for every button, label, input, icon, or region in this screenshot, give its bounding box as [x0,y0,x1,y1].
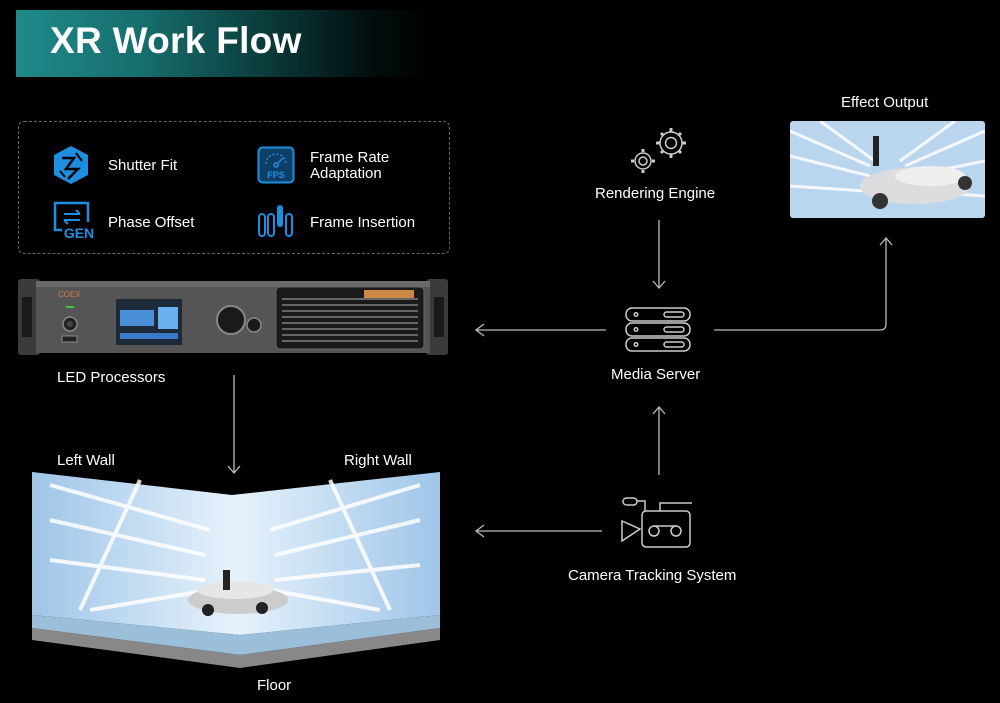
feature-shutter-fit: Shutter Fit [108,157,178,174]
effect-output-image [790,121,985,218]
server-icon [624,306,694,354]
feature-frame-rate-line1: Frame Rate [310,149,390,166]
label-right-wall: Right Wall [344,452,412,469]
label-camera-tracking: Camera Tracking System [568,567,737,584]
fps-gauge-icon: FPS [257,146,295,184]
camera-icon [620,496,696,552]
label-media-server: Media Server [611,366,701,383]
gears-icon [625,125,693,177]
feature-phase-offset: Phase Offset [108,214,195,231]
gen-badge: GEN [64,225,94,240]
page-title: XR Work Flow [50,20,302,61]
arrow-processor-to-wall [226,375,242,477]
led-wall-stage-image [30,470,445,695]
fps-badge: FPS [267,170,285,180]
shutter-fit-icon [52,145,90,185]
feature-frame-insertion: Frame Insertion [310,214,416,231]
arrow-camera-to-wall [474,521,604,541]
feature-frame-rate-line2: Adaptation [310,165,382,182]
label-left-wall: Left Wall [57,452,115,469]
arrow-camera-to-server [651,405,667,477]
arrow-server-to-output [714,235,899,335]
features-panel [18,121,450,254]
label-led-processors: LED Processors [57,369,166,386]
gen-phase-icon: GEN [52,200,98,240]
title-banner [16,10,436,77]
label-floor: Floor [257,677,292,694]
frame-insertion-icon [257,203,295,239]
arrow-render-to-server [651,220,667,292]
device-brand: COEX [58,290,81,299]
label-effect-output: Effect Output [841,94,929,111]
label-rendering-engine: Rendering Engine [595,185,716,202]
led-processor-device: COEX [18,277,448,357]
arrow-server-to-processor [474,320,608,340]
